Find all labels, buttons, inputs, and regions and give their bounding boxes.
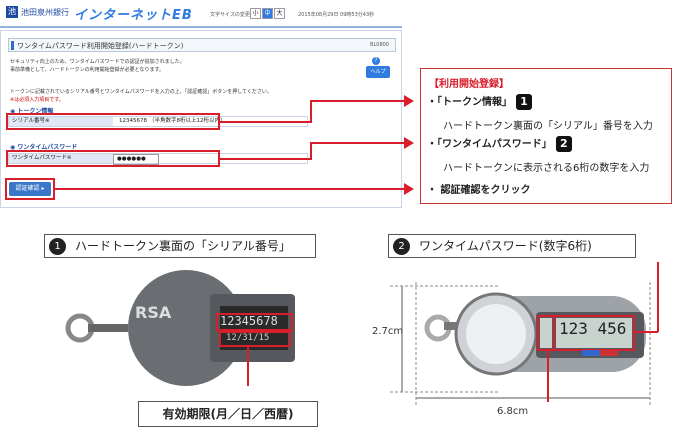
serial-highlight [6, 113, 220, 130]
intro-text-2: 事前準備として、ハードトークンの利用開始登録が必要となります。 [10, 67, 164, 73]
service-logo: インターネットEB [74, 8, 193, 23]
token-back-illustration [65, 270, 295, 386]
token-info-label: トークン情報 [17, 108, 54, 115]
connector-line [55, 188, 405, 190]
token-back-heading: 1 ハードトークン裏面の「シリアル番号」 [44, 234, 316, 258]
expiry-caption: 有効期限(月／日／西暦) [138, 401, 318, 427]
token-back-heading-text: ハードトークン裏面の「シリアル番号」 [75, 239, 291, 253]
instruction-text: トークンに記載されているシリアル番号とワンタイムパスワードを入力の上、「認証確認… [10, 89, 272, 95]
callout-item-3: ・ 認証確認をクリック [427, 185, 531, 196]
height-dimension: 2.7cm [372, 326, 404, 337]
page-title: ワンタイムパスワード利用開始登録(ハードトークン) [17, 42, 184, 50]
instruction-callout: 【利用開始登録】 ・「トークン情報」 1 ハードトークン裏面の「シリアル」番号を入… [420, 68, 672, 204]
confirm-highlight [5, 178, 55, 200]
number-2-circle-icon: 2 [393, 238, 410, 255]
callout-item-1: ・「トークン情報」 1 [427, 93, 532, 110]
otp-input[interactable]: ●●●●●● [113, 154, 159, 165]
callout-item-2-label: ・「ワンタイムパスワード」 [427, 139, 552, 150]
number-1-circle-icon: 1 [49, 238, 66, 255]
font-size-medium-button[interactable]: 中 [262, 8, 273, 19]
connector-line [220, 121, 310, 123]
connector-line [310, 142, 312, 160]
connector-line [220, 158, 310, 160]
datetime: 2015年08月29日 09時53分43秒 [298, 12, 375, 18]
token-expiry: 12/31/15 [226, 333, 270, 343]
help-button[interactable]: ヘルプ [366, 66, 390, 78]
serial-input[interactable]: 12345678（半角数字8桁以上12桁以内） [119, 117, 226, 126]
token-front-heading-text: ワンタイムパスワード(数字6桁) [419, 239, 592, 253]
number-1-badge: 1 [516, 94, 532, 110]
connector-line [310, 100, 312, 123]
bank-mark-icon: 池 [6, 6, 18, 18]
callout-title: 【利用開始登録】 [429, 79, 509, 90]
font-size-large-button[interactable]: 大 [274, 8, 285, 19]
bank-logo: 池池田泉州銀行 [6, 6, 69, 18]
serial-label: シリアル番号※ [9, 117, 113, 126]
token-otp-display: 123 456 [559, 319, 627, 338]
otp-heading: ◉ ワンタイムパスワード [10, 144, 78, 151]
token-serial-number: 12345678 [220, 314, 278, 328]
page-titlebar: ワンタイムパスワード利用開始登録(ハードトークン) BL0800 [8, 38, 396, 52]
intro-text-1: セキュリティ向上のため、ワンタイムパスワードでの認証が追加されました。 [10, 59, 185, 65]
font-size-label: 文字サイズの変更 [210, 12, 250, 18]
screen-code: BL0800 [370, 42, 389, 48]
width-dimension: 6.8cm [497, 406, 529, 417]
token-front-illustration [390, 262, 659, 406]
number-2-badge: 2 [555, 136, 572, 152]
callout-item-1-label: ・「トークン情報」 [427, 97, 512, 108]
rsa-logo: RSA [135, 303, 172, 322]
required-note: ※は必須入力項目です。 [10, 97, 64, 103]
serial-hint: （半角数字8桁以上12桁以内） [149, 118, 226, 124]
arrow-icon [404, 183, 414, 195]
otp-section-label: ワンタイムパスワード [17, 144, 78, 151]
otp-label: ワンタイムパスワード※ [9, 154, 113, 163]
callout-item-1-desc: ハードトークン裏面の「シリアル」番号を入力 [443, 121, 653, 132]
confirm-button[interactable]: 認証確認 ▸ [9, 182, 51, 196]
callout-item-2: ・「ワンタイムパスワード」2 [427, 135, 572, 152]
serial-value: 12345678 [119, 118, 147, 124]
arrow-icon [404, 137, 414, 149]
token-info-heading: ◉ トークン情報 [10, 108, 54, 115]
app-header [0, 0, 402, 28]
font-size-small-button[interactable]: 小 [250, 8, 261, 19]
connector-line [310, 142, 406, 144]
connector-line [310, 100, 406, 102]
token-front-heading: 2 ワンタイムパスワード(数字6桁) [388, 234, 636, 258]
help-icon: ? [372, 57, 380, 65]
otp-highlight [6, 150, 220, 167]
arrow-icon [404, 95, 414, 107]
callout-item-2-desc: ハードトークンに表示される6桁の数字を入力 [443, 163, 650, 174]
bank-name: 池田泉州銀行 [21, 7, 69, 17]
